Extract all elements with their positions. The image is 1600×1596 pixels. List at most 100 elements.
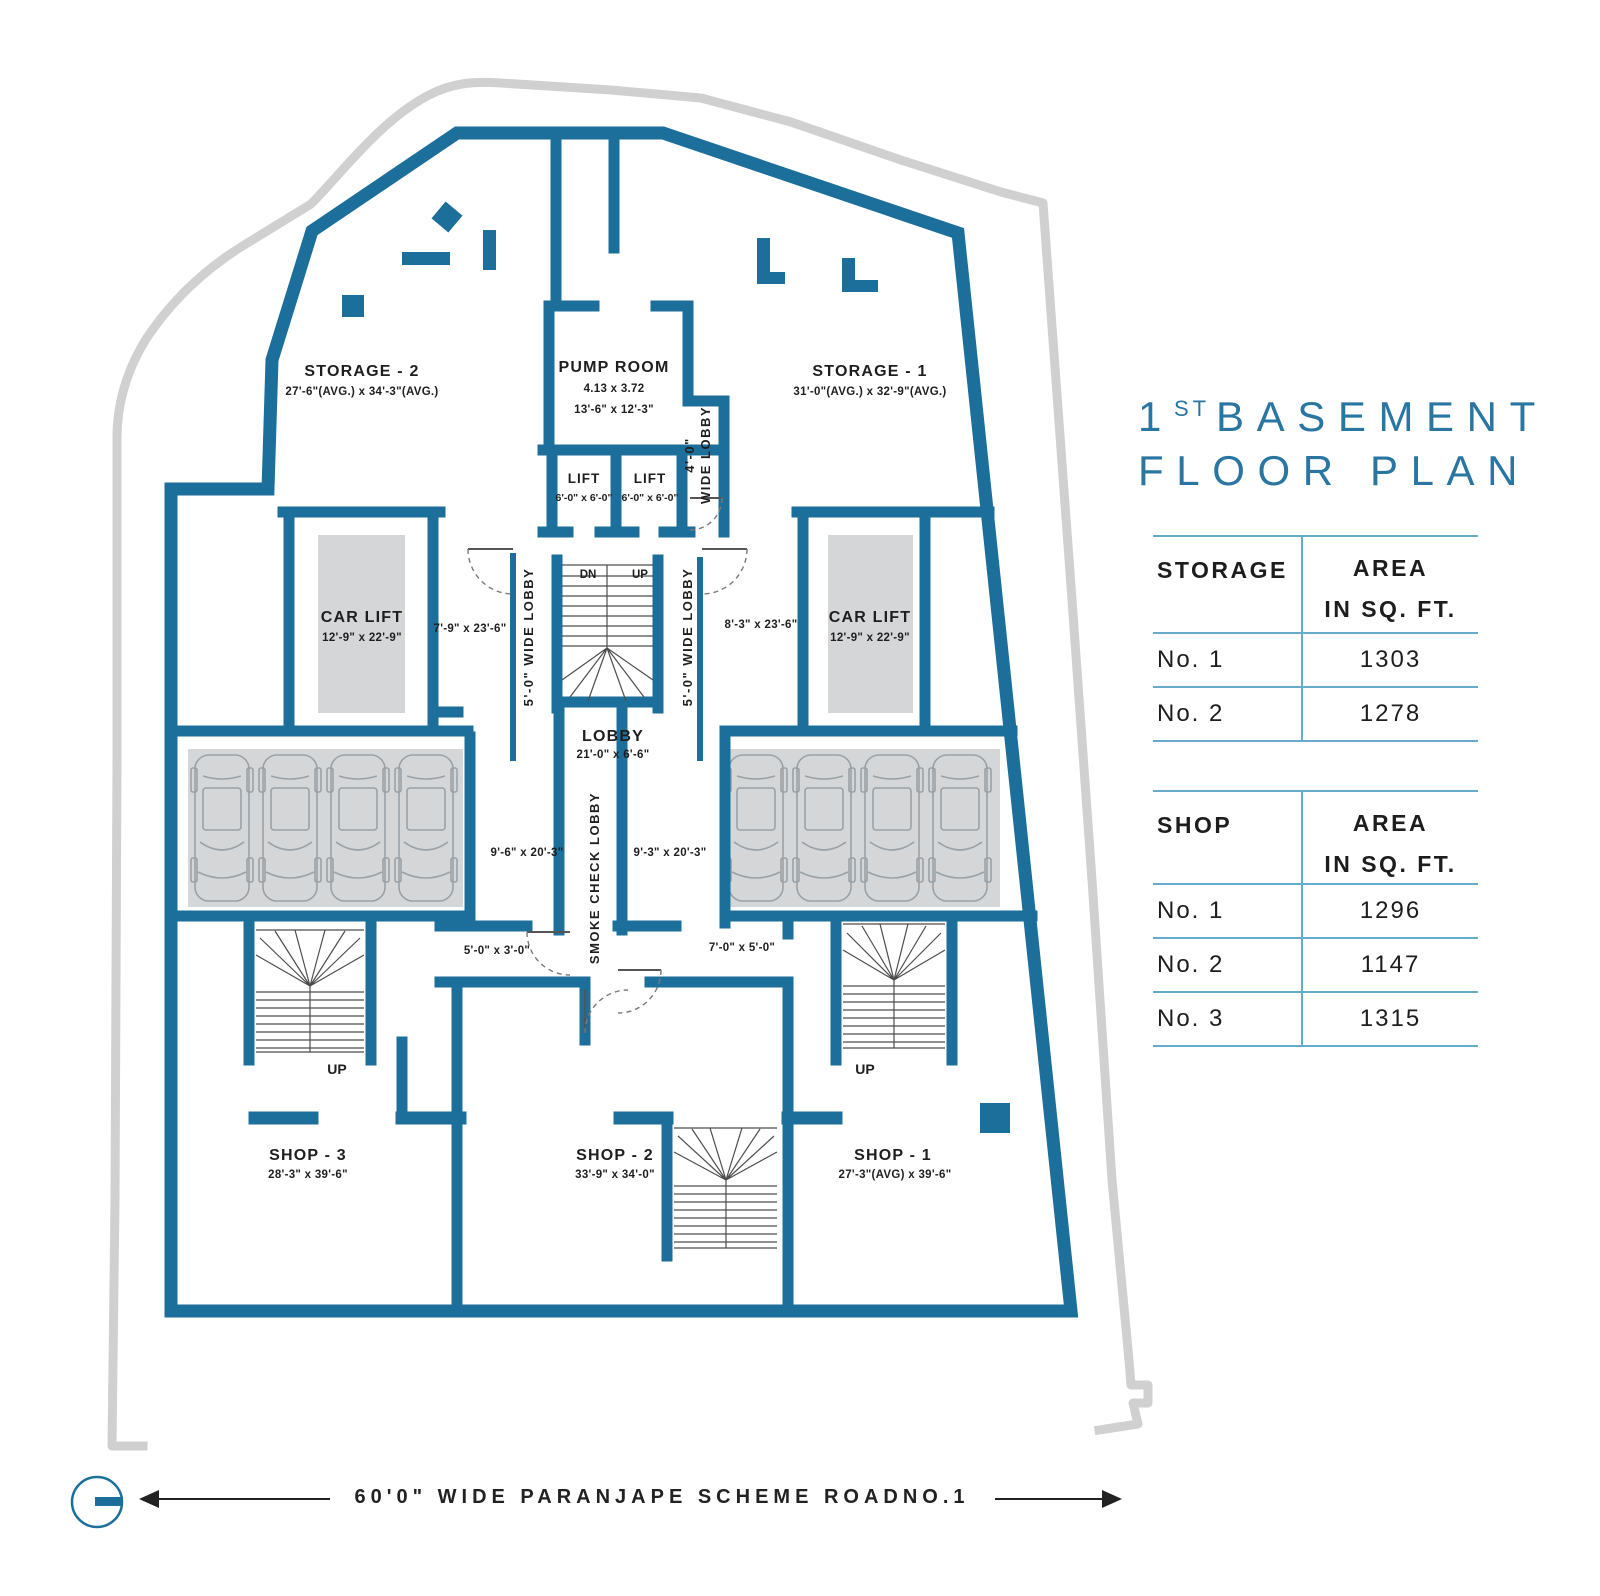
shop3-dims: 28'-3" x 39'-6" <box>268 1169 348 1181</box>
arrow-left-icon <box>139 1490 159 1508</box>
shop1-name: SHOP - 1 <box>854 1147 932 1164</box>
door-swing-arc <box>467 548 514 595</box>
row-label: No. 2 <box>1153 939 1303 991</box>
lobby-4ft-line1: 4'-0" <box>682 437 697 473</box>
table-row: No. 3 1315 <box>1153 991 1478 1047</box>
pump-room-dims-ft: 13'-6" x 12'-3" <box>574 404 654 416</box>
row-area: 1315 <box>1359 1005 1422 1032</box>
shop2-dims: 33'-9" x 34'-0" <box>575 1169 655 1181</box>
column <box>980 1103 1010 1133</box>
dim-left-passage: 5'-0" x 3'-0" <box>464 945 530 957</box>
row-label: No. 2 <box>1153 688 1303 740</box>
central-stair <box>561 564 654 702</box>
column <box>402 252 450 265</box>
lift-right-dims: 6'-0" x 6'-0" <box>622 492 679 504</box>
corridor-walls <box>510 553 703 761</box>
columns <box>342 201 1010 1133</box>
column <box>431 201 463 233</box>
title-ordinal: ST <box>1173 396 1211 421</box>
left-stair-up-label: UP <box>327 1061 346 1077</box>
dim-right-corridor: 8'-3" x 23'-6" <box>725 619 798 631</box>
area-header: AREA IN SQ. FT. <box>1303 537 1478 632</box>
dim-right-lobby: 9'-3" x 20'-3" <box>634 847 707 859</box>
table-row: No. 2 1147 <box>1153 937 1478 991</box>
storage2-dims: 27'-6"(AVG.) x 34'-3"(AVG.) <box>285 386 438 398</box>
shop1-dims: 27'-3"(AVG) x 39'-6" <box>839 1169 952 1181</box>
title-number: 1 <box>1138 393 1174 440</box>
outer-wall <box>164 126 1079 1318</box>
car-lift-left-name: CAR LIFT <box>321 609 403 626</box>
title-line2: FLOOR PLAN <box>1138 446 1531 494</box>
road-label: 60'0" WIDE PARANJAPE SCHEME ROADNO.1 <box>354 1486 970 1508</box>
lift-left-name: LIFT <box>568 471 601 486</box>
area-header-line2: IN SQ. FT. <box>1324 596 1457 622</box>
wide-lobby-left: 5'-0" WIDE LOBBY <box>521 568 536 707</box>
table-row: No. 1 1296 <box>1153 883 1478 937</box>
car-lift-pad-left <box>318 535 405 713</box>
row-label: No. 1 <box>1153 634 1303 686</box>
car-lift-left-dims: 12'-9" x 22'-9" <box>322 632 402 644</box>
wide-lobby-right: 5'-0" WIDE LOBBY <box>680 568 695 707</box>
dim-left-corridor: 7'-9" x 23'-6" <box>434 623 507 635</box>
left-stair <box>255 929 365 1053</box>
area-header-line1: AREA <box>1352 555 1429 581</box>
door-swing-arc <box>617 969 662 1014</box>
pump-room-dims-m: 4.13 x 3.72 <box>584 383 645 395</box>
door-swing-arc <box>584 989 629 1034</box>
lift-left-dims: 6'-0" x 6'-0" <box>556 492 613 504</box>
stairs <box>255 564 946 1249</box>
row-area: 1278 <box>1359 700 1422 727</box>
lift-right-name: LIFT <box>634 471 667 486</box>
road-dimension-arrows <box>139 1490 1122 1508</box>
column <box>483 230 496 270</box>
area-header: AREA IN SQ. FT. <box>1303 792 1478 883</box>
car-lift-right-dims: 12'-9" x 22'-9" <box>830 632 910 644</box>
row-area: 1147 <box>1360 951 1421 978</box>
bottom-stair <box>673 1127 778 1249</box>
doors <box>467 497 748 1034</box>
right-stair <box>842 923 946 1049</box>
table-row: No. 1 1303 <box>1153 632 1478 686</box>
title-word: BASEMENT <box>1216 393 1548 440</box>
storage1-dims: 31'-0"(AVG.) x 32'-9"(AVG.) <box>793 386 946 398</box>
dim-left-lobby: 9'-6" x 20'-3" <box>491 847 564 859</box>
row-area: 1303 <box>1359 646 1422 673</box>
storage-header: STORAGE <box>1153 537 1303 632</box>
row-label: No. 1 <box>1153 885 1303 937</box>
north-indicator-icon <box>70 1475 124 1529</box>
table-row: No. 2 1278 <box>1153 686 1478 742</box>
stair-up-label: UP <box>632 569 648 581</box>
row-label: No. 3 <box>1153 993 1303 1045</box>
arrow-right-icon <box>1102 1490 1122 1508</box>
lobby-dims: 21'-0" x 6'-6" <box>577 749 650 761</box>
storage2-name: STORAGE - 2 <box>304 363 419 380</box>
dim-right-passage: 7'-0" x 5'-0" <box>709 942 775 954</box>
right-stair-up-label: UP <box>855 1061 874 1077</box>
building-walls <box>164 126 1079 1318</box>
column <box>342 295 364 317</box>
column <box>757 272 785 284</box>
plot-boundary-line <box>107 77 1153 1451</box>
lobby-4ft-line2: WIDE LOBBY <box>698 406 713 504</box>
lobby-name: LOBBY <box>582 728 644 745</box>
door-swing-arc <box>526 931 571 976</box>
smoke-check-lobby-label: SMOKE CHECK LOBBY <box>587 792 602 964</box>
row-area: 1296 <box>1359 897 1422 924</box>
shop3-name: SHOP - 3 <box>269 1147 347 1164</box>
parking-pad-left <box>188 749 463 907</box>
column <box>842 280 878 292</box>
table-header-row: SHOP AREA IN SQ. FT. <box>1153 790 1478 883</box>
car-lift-pad-right <box>828 535 913 713</box>
storage1-name: STORAGE - 1 <box>812 363 927 380</box>
storage-area-table: STORAGE AREA IN SQ. FT. No. 1 1303 No. 2… <box>1153 535 1478 742</box>
shop-header: SHOP <box>1153 792 1303 883</box>
shop-area-table: SHOP AREA IN SQ. FT. No. 1 1296 No. 2 11… <box>1153 790 1478 1047</box>
area-header-line1: AREA <box>1352 810 1429 836</box>
car-lift-right-name: CAR LIFT <box>829 609 911 626</box>
interior-walls <box>165 133 1038 1317</box>
room-labels: STORAGE - 2 27'-6"(AVG.) x 34'-3"(AVG.) … <box>268 359 951 1181</box>
table-header-row: STORAGE AREA IN SQ. FT. <box>1153 535 1478 632</box>
